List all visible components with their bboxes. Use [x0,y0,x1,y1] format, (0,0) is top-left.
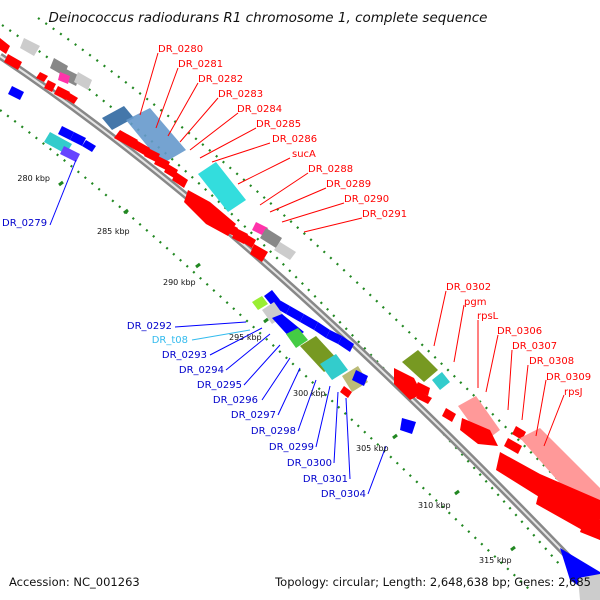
tick-labels: 280 kbp 285 kbp 290 kbp 295 kbp 300 kbp … [17,174,511,565]
leader-line-trna [191,329,251,341]
gene-label[interactable]: DR_0293 [162,350,207,361]
chromosome-backbone-highlight [0,55,600,591]
gene-label[interactable]: DR_0288 [308,164,353,175]
map-title: Deinococcus radiodurans R1 chromosome 1,… [49,10,488,26]
gene-label[interactable]: DR_0280 [158,44,203,55]
tick-label-315: 315 kbp [479,556,512,565]
genome-summary-text: Topology: circular; Length: 2,648,638 bp… [274,575,591,589]
gene-label[interactable]: DR_0295 [197,380,242,391]
gene-label[interactable]: DR_0302 [446,282,491,293]
gene-label[interactable]: DR_0286 [272,134,317,145]
leader-lines-right [433,290,565,447]
features-dr0292-to-dr0304 [252,290,416,434]
gene-label[interactable]: DR_0306 [497,326,542,337]
gene-label[interactable]: sucA [292,149,316,160]
gene-label[interactable]: DR_0291 [362,209,407,220]
gene-label[interactable]: DR_0309 [546,372,591,383]
gene-labels-right: DR_0302 pgm rpsL DR_0306 DR_0307 DR_0308… [446,282,591,398]
gene-label[interactable]: DR_0294 [179,365,224,376]
outer-tick-ring [0,17,599,591]
tick-marks [58,180,516,552]
tick-label-310: 310 kbp [418,501,451,510]
gene-label[interactable]: DR_0304 [321,489,366,500]
gene-label[interactable]: DR_0301 [303,474,348,485]
gene-label[interactable]: DR_0292 [127,321,172,332]
gene-label[interactable]: DR_0307 [512,341,557,352]
gene-label[interactable]: DR_0296 [213,395,258,406]
gene-label[interactable]: DR_0299 [269,442,314,453]
features-upper-left [0,38,92,104]
gene-label[interactable]: DR_0283 [218,89,263,100]
gene-label[interactable]: DR_0298 [251,426,296,437]
gene-label[interactable]: DR_0282 [198,74,243,85]
features-dr0279-cluster [44,126,96,162]
tick-label-290: 290 kbp [163,278,196,287]
gene-label[interactable]: pgm [464,297,486,308]
gene-label[interactable]: DR_0300 [287,458,332,469]
tick-label-300: 300 kbp [293,389,326,398]
gene-labels-upper: DR_0280 DR_0281 DR_0282 DR_0283 DR_0284 … [158,44,407,220]
gene-label-trna[interactable]: DR_t08 [152,335,188,346]
gene-label[interactable]: rpsJ [564,387,583,398]
leader-lines-lower [49,159,387,495]
accession-text: Accession: NC_001263 [9,575,140,589]
tick-label-305: 305 kbp [356,444,389,453]
gene-label[interactable]: DR_0308 [529,356,574,367]
tick-label-285: 285 kbp [97,227,130,236]
gene-label[interactable]: DR_0281 [178,59,223,70]
gene-label[interactable]: DR_0279 [2,218,47,229]
tick-label-295: 295 kbp [229,333,262,342]
gene-label[interactable]: DR_0284 [237,104,282,115]
gene-label[interactable]: DR_0289 [326,179,371,190]
leader-lines-upper [139,52,363,233]
features-dr0280-to-dr0291 [102,106,296,262]
tick-label-280: 280 kbp [17,174,50,183]
gene-label[interactable]: DR_0290 [344,194,389,205]
features-dr0302-to-rpsj [394,350,600,600]
gene-labels-lower: DR_0292 DR_t08 DR_0293 DR_0294 DR_0295 D… [127,321,366,500]
gene-label[interactable]: DR_0297 [231,410,276,421]
gene-label[interactable]: DR_0285 [256,119,301,130]
gene-label[interactable]: rpsL [477,311,499,322]
